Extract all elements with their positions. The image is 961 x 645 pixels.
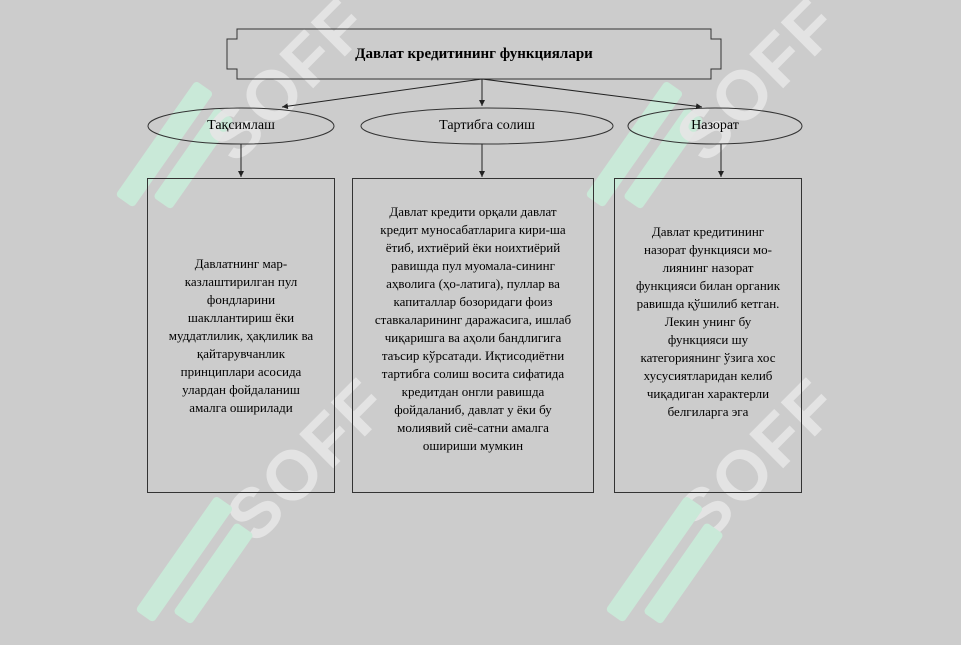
diagram-connectors — [147, 28, 803, 177]
branch-label-3: Назорат — [691, 118, 739, 133]
branch-ellipse-2 — [360, 107, 614, 145]
branch-box-1: Давлатнинг мар- казлаштирилган пул фондл… — [147, 178, 335, 493]
arrow-title-to-1 — [281, 78, 483, 110]
branch-label-1: Тақсимлаш — [207, 118, 275, 133]
branch-box-2: Давлат кредити орқали давлат кредит муно… — [352, 178, 594, 493]
branch-text-2: Давлат кредити орқали давлат кредит муно… — [374, 204, 572, 453]
diagram-title: Давлат кредитининг функциялари — [355, 45, 593, 62]
branch-box-3: Давлат кредитининг назорат функцияси мо-… — [614, 178, 802, 493]
title-frame — [226, 28, 722, 80]
branch-text-3: Давлат кредитининг назорат функцияси мо-… — [635, 224, 781, 419]
branch-text-1: Давлатнинг мар- казлаштирилган пул фондл… — [168, 255, 314, 415]
branch-label-2: Тартибга солиш — [439, 118, 535, 133]
arrow-title-to-3 — [481, 78, 703, 110]
branch-ellipse-3 — [627, 107, 803, 145]
